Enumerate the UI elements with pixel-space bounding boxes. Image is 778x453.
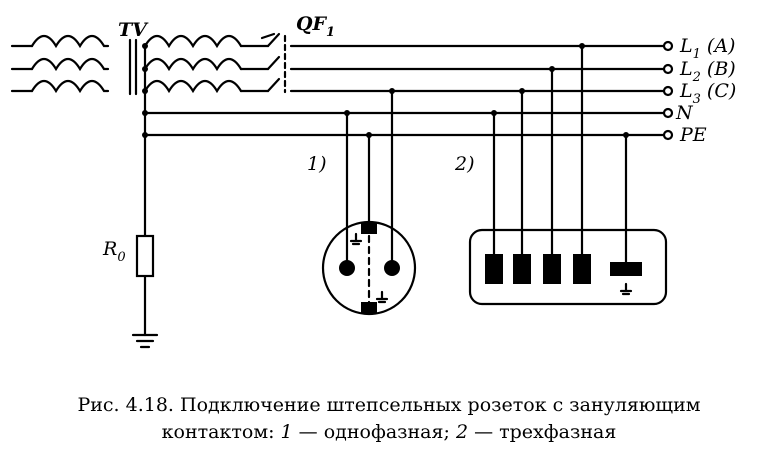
primary-winding-b [10, 57, 110, 72]
junction-dots [142, 43, 629, 138]
socket1-wiring [345, 89, 394, 267]
resistor-r0 [135, 234, 155, 278]
transformer-label: TV [118, 19, 149, 41]
resistor-label: R0 [102, 238, 126, 265]
circuit-breaker-qf1 [260, 32, 666, 94]
socket2-wiring [492, 44, 628, 264]
figure-caption: Рис. 4.18. Подключение штепсельных розет… [0, 392, 778, 446]
wiring-diagram: TV QF1 R0 1) 2) L1(A) L2(B) L3(C) N PE [10, 13, 736, 349]
socket2-label: 2) [454, 153, 475, 175]
single-phase-socket [321, 220, 417, 316]
line-label-pe: PE [679, 124, 707, 146]
pe-ground-marks [349, 232, 633, 304]
secondary-winding-b [143, 57, 270, 72]
caption-text-c: — трехфазная [468, 421, 617, 443]
secondary-winding-c [143, 79, 270, 94]
transformer-core [128, 38, 138, 96]
socket1-contacts [339, 222, 400, 314]
socket2-contacts [485, 254, 642, 284]
line-label-n: N [675, 102, 694, 124]
caption-num-1: 1 [280, 421, 293, 443]
primary-winding-a [10, 34, 110, 49]
line-label-l3: L3(C) [679, 80, 736, 107]
caption-text-b: — однофазная; [292, 421, 456, 443]
caption-text-a: контактом: [161, 421, 281, 443]
caption-line-1: Рис. 4.18. Подключение штепсельных розет… [77, 394, 701, 416]
primary-winding-c [10, 79, 110, 94]
line-label-l2: L2(B) [679, 58, 736, 85]
ground-icon [131, 333, 159, 349]
breaker-label: QF1 [296, 13, 335, 40]
line-terminals [662, 40, 674, 141]
three-phase-socket [468, 228, 668, 306]
socket1-label: 1) [307, 153, 327, 175]
line-label-l1: L1(A) [679, 35, 735, 62]
caption-line-2: контактом: 1 — однофазная; 2 — трехфазна… [0, 419, 778, 446]
secondary-winding-a [143, 34, 270, 49]
caption-num-2: 2 [455, 421, 469, 443]
